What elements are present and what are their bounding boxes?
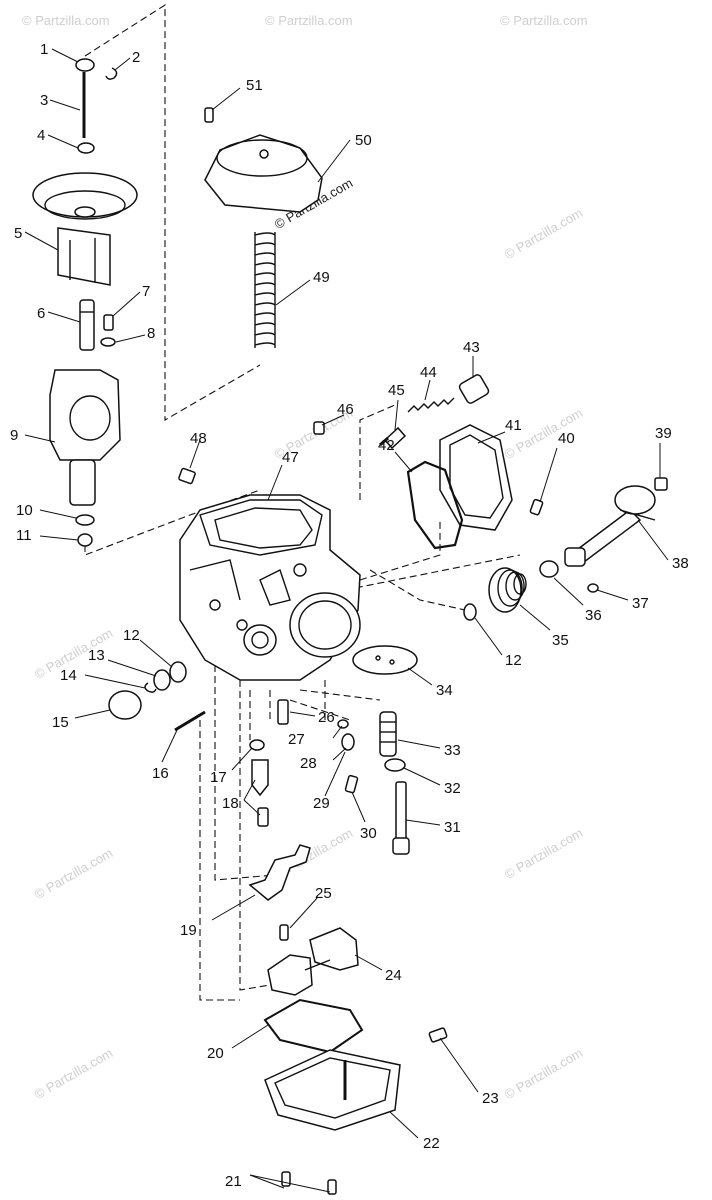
- callout-label: 20: [207, 1045, 224, 1062]
- callout-label: 29: [313, 795, 330, 812]
- part-return-spring: [463, 560, 559, 621]
- callout-label: 31: [444, 819, 461, 836]
- callout-label: 49: [313, 269, 330, 286]
- callout-label: 41: [505, 417, 522, 434]
- callout-label: 35: [552, 632, 569, 649]
- part-slide-body: [49, 369, 121, 506]
- callout-label: 33: [444, 742, 461, 759]
- watermark-text: © Partzilla.com: [265, 13, 353, 28]
- callout-label: 39: [655, 425, 672, 442]
- callout-label: 5: [14, 225, 22, 242]
- watermark-text: © Partzilla.com: [22, 13, 110, 28]
- callout-label: 12: [505, 652, 522, 669]
- watermark-text: © Partzilla.com: [502, 825, 585, 882]
- part-main-jet-stack: [379, 711, 410, 855]
- callout-label: 18: [222, 795, 239, 812]
- callout-label: 6: [37, 305, 45, 322]
- callout-label: 38: [672, 555, 689, 572]
- leader-lines: [24, 48, 669, 1193]
- callout-label: 12: [123, 627, 140, 644]
- callout-label: 19: [180, 922, 197, 939]
- callout-label: 25: [315, 885, 332, 902]
- callout-label: 13: [88, 647, 105, 664]
- callout-label: 44: [420, 364, 437, 381]
- watermark-text: © Partzilla.com: [502, 205, 585, 262]
- part-choke-assembly: [108, 661, 206, 732]
- callout-label: 17: [210, 769, 227, 786]
- part-screw-washer: [79, 299, 116, 351]
- callout-label: 47: [282, 449, 299, 466]
- callout-label: 11: [16, 527, 32, 544]
- callout-label: 1: [40, 41, 48, 58]
- part-throttle-shaft: [529, 477, 668, 593]
- part-number-labels: 1 2 3 4 5 6 7 8 9 10 11 12 12 13 14 15 1…: [10, 41, 689, 1190]
- part-accelerator-cover: [406, 424, 513, 550]
- callout-label: 36: [585, 607, 602, 624]
- part-float: [267, 924, 359, 996]
- callout-label: 50: [355, 132, 372, 149]
- callout-label: 22: [423, 1135, 440, 1152]
- callout-label: 40: [558, 430, 575, 447]
- part-top-cap: [204, 107, 323, 213]
- callout-label: 26: [318, 709, 335, 726]
- callout-label: 3: [40, 92, 48, 109]
- callout-label: 10: [16, 502, 33, 519]
- part-float-bowl: [264, 1027, 448, 1195]
- callout-label: 15: [52, 714, 69, 731]
- part-jets-bottom: [277, 699, 359, 794]
- callout-label: 14: [60, 667, 77, 684]
- callout-label: 37: [632, 595, 649, 612]
- part-spring: [254, 232, 276, 348]
- callout-label: 9: [10, 427, 18, 444]
- part-diaphragm-slide: [32, 172, 138, 286]
- callout-label: 8: [147, 325, 155, 342]
- watermark-text: © Partzilla.com: [500, 13, 588, 28]
- callout-label: 2: [132, 49, 140, 66]
- part-needle-valve: [249, 739, 269, 827]
- part-carburetor-body: [179, 494, 361, 681]
- callout-label: 27: [288, 731, 305, 748]
- part-needle-assembly: [75, 58, 118, 154]
- part-bracket: [248, 844, 311, 901]
- callout-label: 45: [388, 382, 405, 399]
- part-float-bowl-gasket: [263, 998, 364, 1054]
- callout-label: 32: [444, 780, 461, 797]
- callout-label: 30: [360, 825, 377, 842]
- callout-label: 34: [436, 682, 453, 699]
- callout-label: 51: [246, 77, 263, 94]
- part-jets-top: [178, 374, 490, 485]
- callout-label: 46: [337, 401, 354, 418]
- callout-label: 4: [37, 127, 45, 144]
- callout-label: 7: [142, 283, 150, 300]
- watermark-text: © Partzilla.com: [32, 845, 115, 902]
- callout-label: 28: [300, 755, 317, 772]
- callout-label: 21: [225, 1173, 242, 1190]
- callout-label: 48: [190, 430, 207, 447]
- watermark-text: © Partzilla.com: [32, 1045, 115, 1102]
- callout-label: 24: [385, 967, 402, 984]
- part-washer-jet: [75, 514, 95, 547]
- callout-label: 23: [482, 1090, 499, 1107]
- callout-label: 43: [463, 339, 480, 356]
- watermark-text: © Partzilla.com: [502, 1045, 585, 1102]
- part-throttle-plate: [352, 645, 418, 675]
- callout-label: 16: [152, 765, 169, 782]
- callout-label: 42: [378, 437, 395, 454]
- assembly-lines: [84, 3, 521, 1001]
